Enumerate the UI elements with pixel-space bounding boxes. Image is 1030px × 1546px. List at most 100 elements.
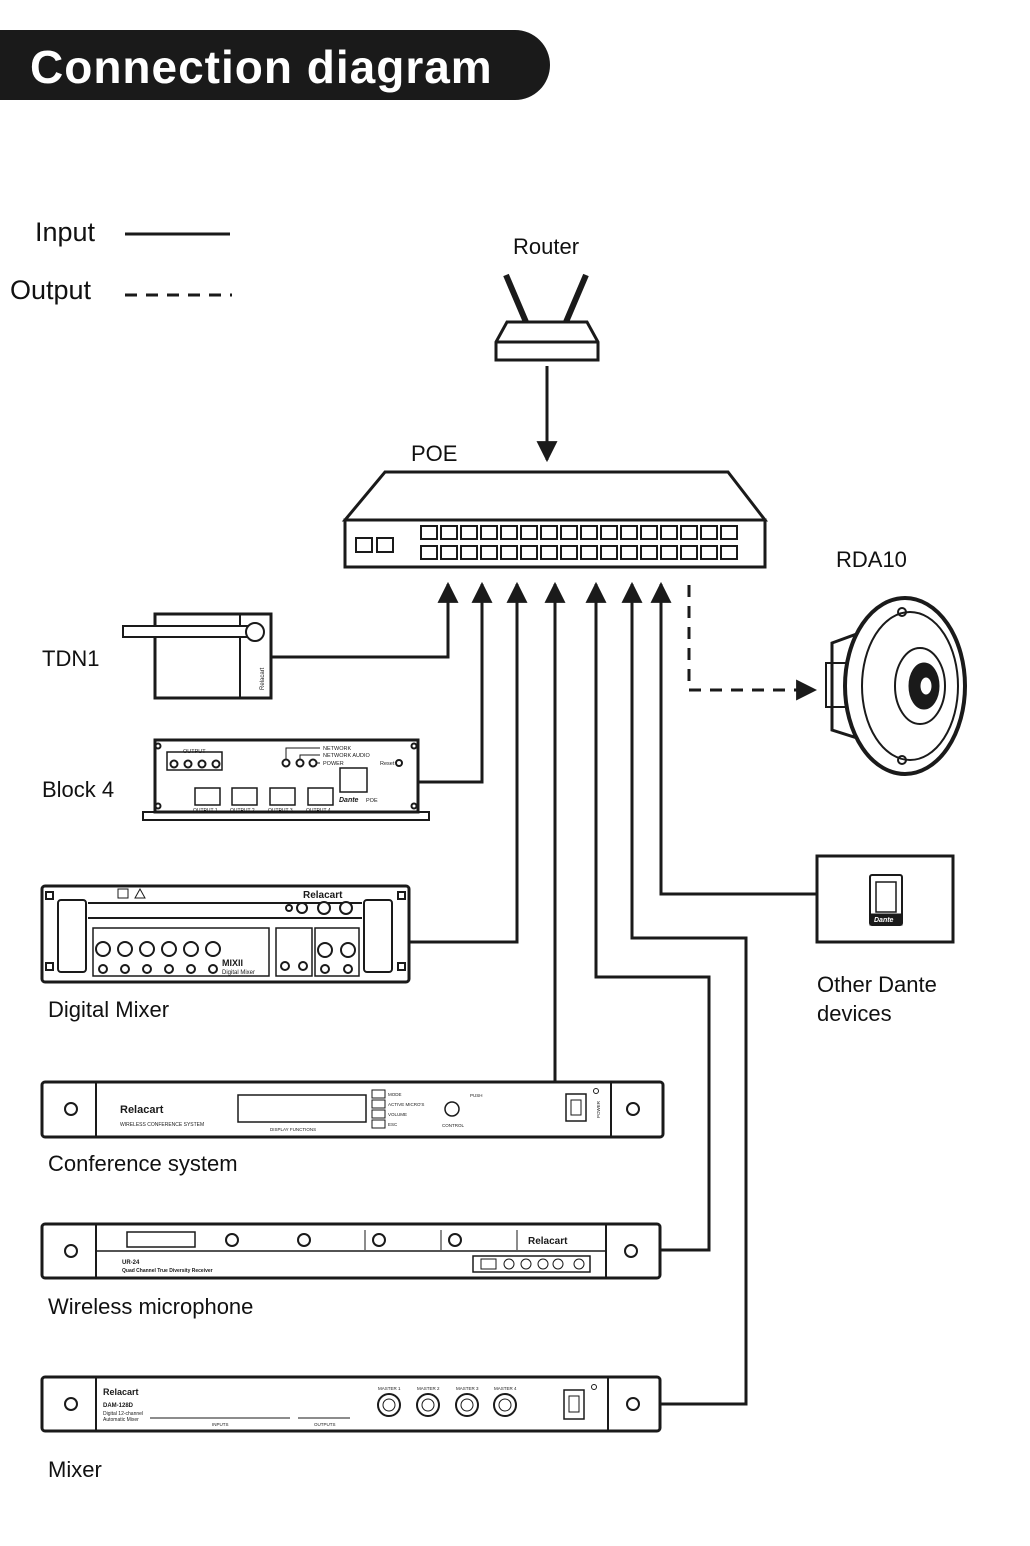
poe-port bbox=[520, 545, 538, 560]
page-title: Connection diagram bbox=[30, 41, 493, 93]
wireless-sub-text: Quad Channel True Diversity Receiver bbox=[122, 1268, 213, 1274]
poe-port bbox=[660, 525, 678, 540]
other-dante-devices-label: Other Dante devices bbox=[817, 972, 937, 1026]
poe-port bbox=[580, 525, 598, 540]
poe-port bbox=[580, 545, 598, 560]
other-dante-device-icon: Dante bbox=[815, 854, 955, 944]
poe-port bbox=[540, 545, 558, 560]
digital-mixer-sub-text: Digital Mixer bbox=[222, 970, 255, 976]
digital-mixer-label: Digital Mixer bbox=[48, 997, 170, 1022]
poe-port bbox=[700, 545, 718, 560]
mixer-outputs-text: OUTPUTS bbox=[314, 1422, 336, 1427]
conference-brand-text: Relacart bbox=[120, 1104, 164, 1116]
mixer-inputs-text: INPUTS bbox=[212, 1422, 229, 1427]
router-label: Router bbox=[513, 234, 580, 259]
poe-port bbox=[720, 525, 738, 540]
poe-port bbox=[560, 525, 578, 540]
poe-port bbox=[600, 545, 618, 560]
block4-output2-text: OUTPUT 2 bbox=[230, 808, 255, 814]
title-banner bbox=[0, 30, 550, 100]
poe-port bbox=[460, 545, 478, 560]
poe-port bbox=[500, 525, 518, 540]
conference-power-text: POWER bbox=[596, 1100, 601, 1118]
mixer-master4-text: MASTER 4 bbox=[494, 1386, 517, 1391]
block4-device-icon: OUTPUT NETWORK NETWORK AUDIO POWER Reset… bbox=[142, 738, 430, 821]
mixer-sub2-text: Automatic Mixer bbox=[103, 1417, 139, 1423]
mixer-label: Mixer bbox=[48, 1457, 102, 1482]
digital-mixer-brand-text: Relacart bbox=[303, 890, 343, 901]
mixer-to-poe-link bbox=[621, 581, 748, 1406]
wireless-receiver-device-icon: Relacart UR-24 Quad Channel True Diversi… bbox=[40, 1222, 662, 1280]
conference-system-label: Conference system bbox=[48, 1151, 238, 1176]
block4-dante-text: Dante bbox=[339, 797, 359, 804]
conference-control-text: CONTROL bbox=[442, 1123, 464, 1128]
wireless-model-text: UR-24 bbox=[122, 1260, 140, 1266]
mixer-sub1-text: Digital 12-channel bbox=[103, 1411, 143, 1417]
digital-mixer-device-icon: Relacart MIXII Digital Mixer bbox=[40, 884, 411, 984]
conference-volume-text: VOLUME bbox=[388, 1112, 407, 1117]
poe-switch-icon bbox=[341, 470, 769, 569]
poe-port bbox=[460, 525, 478, 540]
mixer-master2-text: MASTER 2 bbox=[417, 1386, 440, 1391]
rda10-speaker-icon bbox=[825, 596, 967, 776]
poe-port bbox=[500, 545, 518, 560]
poe-port bbox=[420, 525, 438, 540]
wireless-microphone-label: Wireless microphone bbox=[48, 1294, 254, 1319]
poe-port bbox=[520, 525, 538, 540]
poe-port bbox=[540, 525, 558, 540]
poe-to-rda10-link bbox=[687, 585, 818, 701]
poe-port bbox=[440, 545, 458, 560]
digital-mixer-to-poe-link bbox=[410, 581, 528, 944]
mixer-master1-text: MASTER 1 bbox=[378, 1386, 401, 1391]
poe-port bbox=[660, 545, 678, 560]
poe-port bbox=[640, 545, 658, 560]
other-dante-brand-text: Dante bbox=[874, 917, 894, 924]
poe-port bbox=[480, 525, 498, 540]
poe-port bbox=[560, 545, 578, 560]
poe-port bbox=[700, 525, 718, 540]
block4-output-text: OUTPUT bbox=[183, 749, 206, 755]
other-dante-to-poe-link bbox=[650, 581, 817, 896]
tdn1-device-icon: Relacart bbox=[122, 612, 273, 700]
conference-display-text: DISPLAY FUNCTIONS bbox=[270, 1127, 316, 1132]
tdn1-to-poe-link bbox=[272, 581, 459, 659]
tdn1-label: TDN1 bbox=[42, 646, 100, 671]
block4-network-text: NETWORK bbox=[323, 746, 351, 752]
conference-system-device-icon: Relacart WIRELESS CONFERENCE SYSTEM DISP… bbox=[40, 1080, 665, 1139]
conference-push-text: PUSH bbox=[470, 1093, 483, 1098]
conference-system-text: WIRELESS CONFERENCE SYSTEM bbox=[120, 1122, 204, 1128]
block4-reset-text: Reset bbox=[380, 761, 395, 767]
tdn1-brand-text: Relacart bbox=[260, 667, 266, 690]
legend-input-label: Input bbox=[35, 217, 96, 247]
conference-mode-text: MODE bbox=[388, 1092, 402, 1097]
block4-power-text: POWER bbox=[323, 761, 344, 767]
automatic-mixer-device-icon: Relacart DAM-128D Digital 12-channel Aut… bbox=[40, 1375, 662, 1433]
poe-port bbox=[680, 525, 698, 540]
poe-port bbox=[720, 545, 738, 560]
mixer-model-text: DAM-128D bbox=[103, 1403, 134, 1409]
mixer-brand-text: Relacart bbox=[103, 1387, 139, 1397]
legend-output-label: Output bbox=[10, 275, 92, 305]
poe-port bbox=[680, 545, 698, 560]
router-icon bbox=[494, 273, 600, 362]
rda10-label: RDA10 bbox=[836, 547, 907, 572]
conference-esc-text: ESC bbox=[388, 1122, 398, 1127]
block4-output1-text: OUTPUT 1 bbox=[193, 808, 218, 814]
poe-port bbox=[640, 525, 658, 540]
poe-port bbox=[620, 525, 638, 540]
conference-active-text: ACTIVE MICRO'S bbox=[388, 1102, 424, 1107]
block4-network-audio-text: NETWORK AUDIO bbox=[323, 753, 370, 759]
block4-to-poe-link bbox=[418, 581, 493, 784]
poe-port bbox=[600, 525, 618, 540]
poe-port bbox=[420, 545, 438, 560]
block4-output3-text: OUTPUT 3 bbox=[268, 808, 293, 814]
poe-port bbox=[620, 545, 638, 560]
poe-port bbox=[440, 525, 458, 540]
wireless-brand-text: Relacart bbox=[528, 1236, 568, 1247]
block4-label: Block 4 bbox=[42, 777, 115, 802]
wireless-mic-to-poe-link bbox=[585, 581, 711, 1252]
mixer-master3-text: MASTER 3 bbox=[456, 1386, 479, 1391]
digital-mixer-model-text: MIXII bbox=[222, 958, 243, 968]
block4-poe-text: POE bbox=[366, 798, 378, 804]
